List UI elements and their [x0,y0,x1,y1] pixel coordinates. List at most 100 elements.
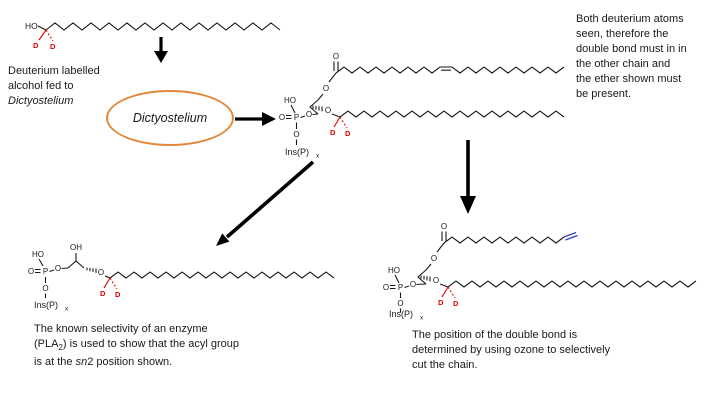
sn2-hydroxyl-label: OH [70,243,82,252]
phosphate-oxygen-label: O [410,280,416,289]
carbonyl-double-bond [441,231,447,241]
ether-chain [109,271,335,279]
organism-ellipse-label: Dictyostelium [132,111,208,125]
carbonyl-oxygen-label: O [441,222,447,231]
arrow-head [154,51,168,63]
ozonolysis-product-structure: O O O D D HO O P O O Ins(P) x [383,222,697,322]
arrow-head [460,196,476,214]
deuterium-label: D [438,298,444,307]
left-caption-line: alcohol fed to [8,80,74,92]
deuterium-label: D [453,299,459,308]
inositol-subscript: x [65,306,69,313]
ether-oxygen-label: O [325,106,331,115]
arrow-head [262,112,276,126]
acyl-chain-cut [443,236,565,244]
ether-chain [447,280,697,288]
caption-line: seen, therefore the [576,28,669,40]
hydroxyl-label: HO [25,21,38,31]
deuterium-hash-bond [447,286,456,299]
inositol-label: Ins(P) [34,300,58,310]
phosphate-oxygen-label: O [279,113,285,122]
phosphate-bond [38,258,44,267]
phosphorus-label: P [294,113,299,122]
acyl-chain [335,66,565,74]
deuterium-wedge-bond [333,116,341,128]
left-caption-line: Deuterium labelled [8,65,100,77]
alkyl-chain [45,22,281,31]
arrow-down-feed [154,37,168,63]
inositol-label: Ins(P) [389,309,413,319]
glycerol-backbone [67,260,85,269]
carbonyl-oxygen-label: O [333,52,339,61]
ether-bond [104,275,111,279]
phosphate-bond [300,115,306,119]
arrow-head [216,233,230,246]
caption-line: The position of the double bond is [412,329,578,341]
caption-text: ) is used to show that the acyl group [62,338,240,350]
phosphate-hydroxyl-label: HO [388,266,400,275]
ether-bond [331,113,341,118]
phosphate-bond [404,285,410,289]
stereo-hash-bond [86,267,97,273]
deuterium-label: D [115,290,121,299]
phosphate-double-bond [286,114,292,120]
caption-line: is at the sn2 position shown. [34,355,304,370]
phosphate-bond [394,274,400,284]
glycerol-bond [425,263,432,271]
phosphate-bond [49,269,55,273]
ether-chain [339,110,565,118]
phosphate-hydroxyl-label: HO [284,96,296,105]
inositol-label: Ins(P) [285,147,309,157]
pla2-subscript: 2 [58,343,63,353]
left-caption: Deuterium labelled alcohol fed to Dictyo… [8,64,148,109]
phosphate-oxygen-label: O [28,267,34,276]
phosphate-oxygen-label: O [42,284,48,293]
phosphate-oxygen-label: O [397,299,403,308]
phosphate-bond [61,267,69,270]
caption-line: the ether shown must [576,73,682,85]
ether-oxygen-label: O [98,268,104,277]
organism-ellipse: Dictyostelium [106,90,234,146]
ester-oxygen-label: O [323,84,329,93]
sn-italic: sn [75,356,88,369]
bottom-left-caption: The known selectivity of an enzyme (PLA2… [34,322,304,370]
top-right-caption: Both deuterium atoms seen, therefore the… [576,12,718,102]
deuterium-label: D [100,289,106,298]
caption-line: (PLA2) is used to show that the acyl gro… [34,337,304,355]
phosphorus-label: P [43,267,48,276]
deuterium-label: D [330,128,336,137]
ester-bond [436,242,445,253]
caption-line: The known selectivity of an enzyme [34,323,208,335]
phosphate-oxygen-label: O [293,130,299,139]
phosphate-bond [312,113,319,116]
caption-line: the other chain and [576,58,671,70]
glycerol-backbone [417,269,427,285]
phosphate-bond [290,104,296,114]
phosphate-oxygen-label: O [383,283,389,292]
phosphate-double-bond [35,268,41,274]
caption-text: is at the [34,356,76,369]
deuterium-wedge-bond [103,277,111,289]
phosphorus-label: P [398,283,403,292]
phosphate-oxygen-label: O [306,110,312,119]
deuterium-label: D [345,129,351,138]
caption-line: Both deuterium atoms [576,13,684,25]
deuterium-wedge-bond [441,286,449,298]
arrow-right-product [235,112,276,126]
deuterium-wedge-bond [38,29,47,41]
caption-line: cut the chain. [412,359,478,371]
caption-line: be present. [576,88,632,100]
phosphate-oxygen-label: O [55,264,61,273]
glycerol-bond [317,93,324,101]
inositol-subscript: x [420,315,424,322]
deuterium-hash-bond [339,116,348,129]
caption-text: 2 position shown. [87,356,173,369]
ester-bond [328,72,337,83]
ether-oxygen-label: O [433,276,439,285]
phosphate-hydroxyl-label: HO [32,250,44,259]
aldehyde-double-bond [563,231,578,241]
arrow-diagonal-pla2 [216,160,315,246]
deuterium-hash-bond [109,277,118,290]
caption-line: double bond must in in [576,43,687,55]
